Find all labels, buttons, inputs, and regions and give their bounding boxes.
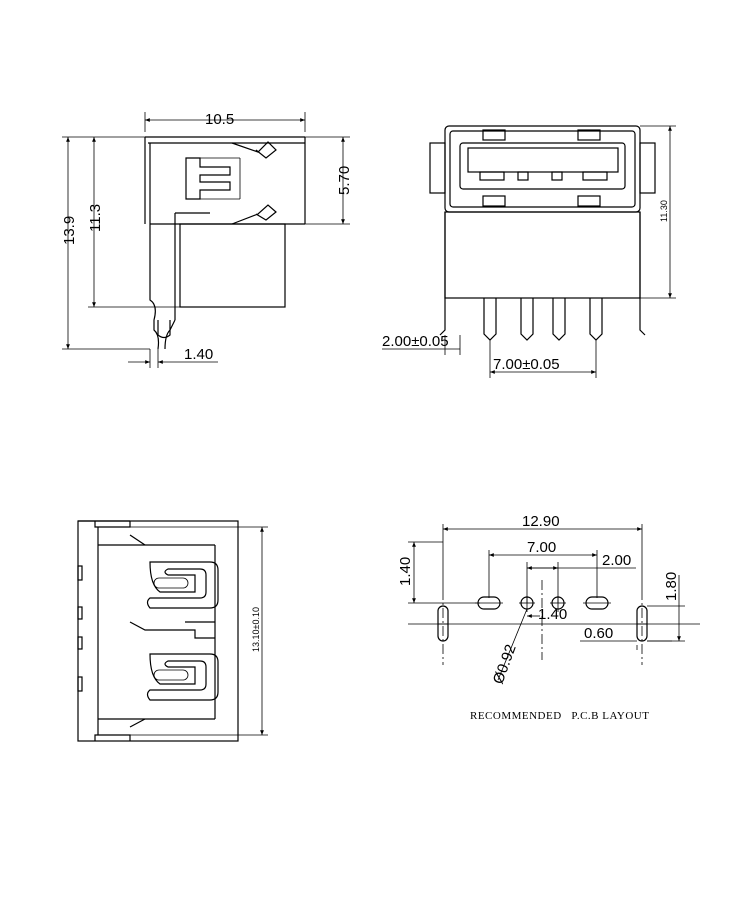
pin-pitch-dimension: 2.00 <box>602 552 631 569</box>
shell-height-dimension: 5.70 <box>336 166 353 195</box>
width-dimension: 10.5 <box>205 111 234 128</box>
pin-offset-dimension: 1.40 <box>184 346 213 363</box>
side-view: 10.5 13.9 11.3 5.70 <box>61 111 353 368</box>
pin-span-dimension: 7.00±0.05 <box>493 356 560 373</box>
pin-span-dimension-pcb: 7.00 <box>527 539 556 556</box>
pcb-layout: 12.90 7.00 2.00 1.40 <box>397 513 700 722</box>
slot-width-dimension: 0.60 <box>584 625 613 642</box>
total-height-dimension: 13.9 <box>61 216 78 245</box>
body-height-dimension: 11.3 <box>87 204 104 232</box>
overall-width-dimension: 12.90 <box>522 513 560 530</box>
top-height-dimension: 13.10±0.10 <box>251 607 261 652</box>
pin-offset-dimension-pcb: 1.40 <box>538 606 567 623</box>
hole-leader-line <box>497 608 528 681</box>
front-height-dimension: 11.30 <box>659 200 669 222</box>
pin-row-dimension: 1.40 <box>397 557 414 586</box>
front-view: 2.00±0.05 7.00±0.05 11.30 <box>382 125 676 378</box>
pcb-caption: RECOMMENDED P.C.B LAYOUT <box>470 710 649 722</box>
hole-diameter-dimension: Ø0.92 <box>490 642 520 686</box>
pin-edge-dimension: 2.00±0.05 <box>382 333 449 350</box>
slot-height-dimension: 1.80 <box>663 572 680 601</box>
top-view: 13.10±0.10 <box>77 520 268 742</box>
